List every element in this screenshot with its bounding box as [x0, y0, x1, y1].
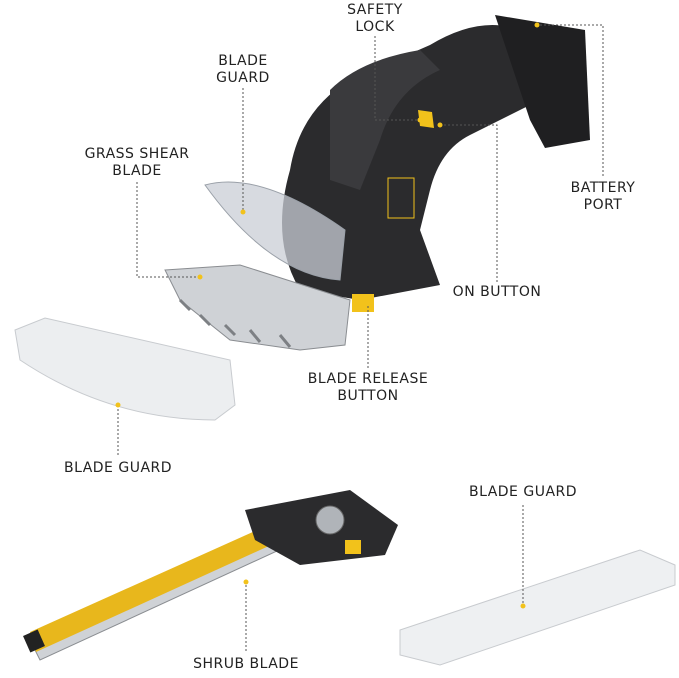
- label-line: PORT: [583, 197, 623, 213]
- label-line: LOCK: [355, 19, 395, 35]
- label-line: BLADE RELEASE: [307, 371, 429, 387]
- label-blade-guard-left: BLADE GUARD: [63, 460, 173, 476]
- label-line: SAFETY: [347, 2, 403, 18]
- label-blade-release-button: BLADE RELEASE BUTTON: [308, 371, 428, 405]
- callout-dots: [115, 22, 540, 609]
- label-battery-port: BATTERY PORT: [571, 180, 636, 214]
- hedge-trimmer-body: [204, 15, 590, 312]
- label-blade-guard-top: BLADE GUARD: [216, 53, 270, 87]
- label-safety-lock: SAFETY LOCK: [347, 2, 403, 36]
- label-line: BLADE: [112, 163, 162, 179]
- blade-guard-flat: [399, 549, 676, 666]
- leader-lines: [117, 24, 604, 651]
- label-shrub-blade: SHRUB BLADE: [193, 656, 299, 672]
- label-line: BATTERY: [570, 180, 636, 196]
- label-on-button: ON BUTTON: [452, 284, 542, 300]
- label-grass-shear-blade: GRASS SHEAR BLADE: [85, 146, 190, 180]
- grass-shear-blade: [164, 264, 351, 351]
- blade-guard-curved: [14, 317, 236, 421]
- label-line: GUARD: [216, 70, 270, 86]
- label-blade-guard-right: BLADE GUARD: [468, 484, 578, 500]
- label-line: GRASS SHEAR: [84, 146, 190, 162]
- label-line: BUTTON: [337, 388, 399, 404]
- label-line: BLADE: [218, 53, 268, 69]
- shrub-blade: [23, 490, 398, 661]
